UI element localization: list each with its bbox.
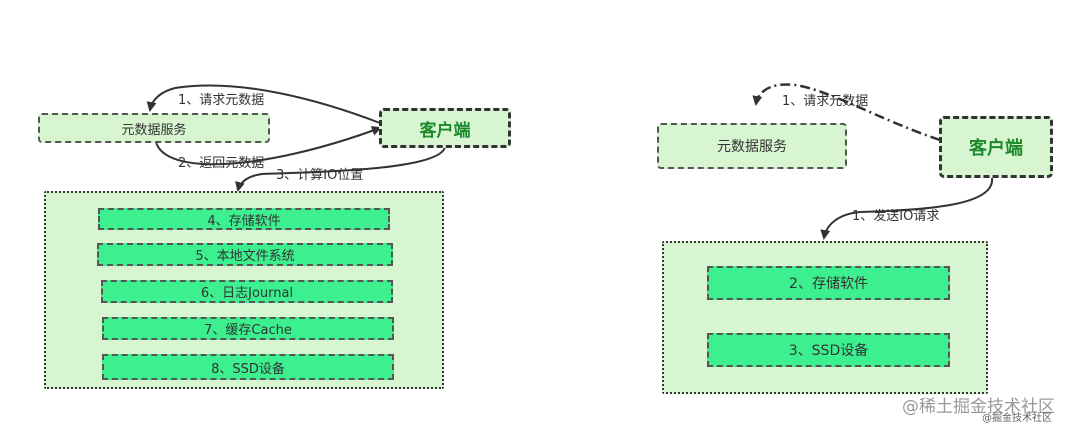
edge-left-return-metadata bbox=[155, 126, 382, 166]
left-layer-cache: 7、缓存Cache bbox=[102, 317, 394, 340]
edge-right-send-io bbox=[820, 177, 994, 240]
left-layer-journal: 6、日志Journal bbox=[101, 280, 393, 303]
right-client-node: 客户端 bbox=[939, 116, 1053, 178]
left-layer-storage-software: 4、存储软件 bbox=[98, 208, 390, 230]
right-metadata-service-node: 元数据服务 bbox=[657, 123, 847, 169]
watermark-main: @稀土掘金技术社区 bbox=[902, 397, 1055, 417]
edge-right-request-metadata bbox=[752, 83, 941, 142]
left-metadata-service-node: 元数据服务 bbox=[38, 113, 270, 143]
right-edge-label-request-metadata: 1、请求元数据 bbox=[782, 94, 869, 109]
watermark-small: @掘金技术社区 bbox=[982, 413, 1052, 424]
left-client-node: 客户端 bbox=[379, 108, 511, 148]
edge-left-compute-io bbox=[235, 146, 446, 192]
right-edge-label-send-io: 1、发送IO请求 bbox=[852, 209, 940, 224]
right-layer-ssd: 3、SSD设备 bbox=[707, 333, 950, 367]
left-layer-local-filesystem: 5、本地文件系统 bbox=[97, 243, 393, 266]
right-layer-storage-software: 2、存储软件 bbox=[707, 266, 950, 300]
left-layer-ssd: 8、SSD设备 bbox=[102, 354, 394, 380]
left-edge-label-request-metadata: 1、请求元数据 bbox=[178, 93, 265, 108]
right-storage-container bbox=[662, 241, 988, 394]
edge-left-request-metadata bbox=[146, 84, 381, 124]
left-edge-label-return-metadata: 2、返回元数据 bbox=[178, 156, 265, 171]
left-edge-label-compute-io: 3、计算IO位置 bbox=[276, 168, 364, 183]
